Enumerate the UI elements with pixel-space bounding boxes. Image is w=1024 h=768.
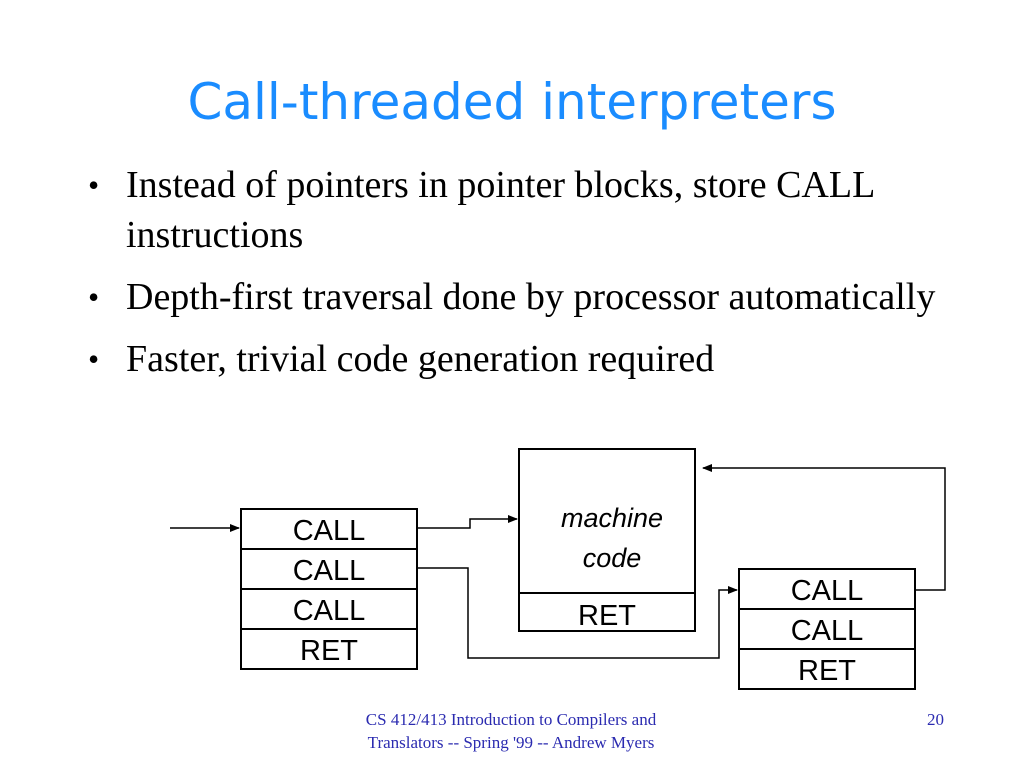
- machine-code-label-2: code: [583, 543, 642, 573]
- right-block-call-1: CALL: [791, 575, 864, 607]
- bullet-item: • Faster, trivial code generation requir…: [88, 334, 948, 384]
- left-block-call-2: CALL: [293, 555, 366, 587]
- machine-code-ret: RET: [578, 600, 636, 632]
- bullet-dot: •: [88, 341, 100, 377]
- left-instruction-block: CALL CALL CALL RET: [240, 508, 418, 670]
- right-instruction-block: CALL CALL RET: [738, 568, 916, 690]
- machine-code-block: machine code RET: [518, 448, 696, 632]
- left-block-call-3: CALL: [293, 595, 366, 627]
- page-number: 20: [927, 710, 944, 729]
- bullet-item: • Depth-first traversal done by processo…: [88, 272, 948, 322]
- bullet-text: Faster, trivial code generation required: [126, 338, 715, 380]
- slide-footer: CS 412/413 Introduction to Compilers and…: [365, 710, 657, 752]
- left-block-ret: RET: [300, 635, 358, 667]
- bullet-text: Instead of pointers in pointer blocks, s…: [126, 164, 874, 256]
- right-call-to-machine-code-arrow: [702, 464, 946, 591]
- right-block-ret: RET: [798, 655, 856, 687]
- bullet-list: • Instead of pointers in pointer blocks,…: [88, 160, 948, 396]
- bullet-dot: •: [88, 167, 100, 203]
- left-block-call-1: CALL: [293, 515, 366, 547]
- bullet-item: • Instead of pointers in pointer blocks,…: [88, 160, 948, 260]
- right-block-frame: [738, 568, 916, 690]
- right-block-call-2: CALL: [791, 615, 864, 647]
- machine-code-frame: [518, 448, 696, 632]
- bullet-dot: •: [88, 279, 100, 315]
- call-to-machine-code-arrow: [417, 515, 518, 529]
- machine-code-label-1: machine: [561, 503, 663, 533]
- slide-title: Call-threaded interpreters: [187, 73, 837, 131]
- call-to-right-block-arrow: [417, 567, 738, 659]
- bullet-text: Depth-first traversal done by processor …: [126, 276, 936, 318]
